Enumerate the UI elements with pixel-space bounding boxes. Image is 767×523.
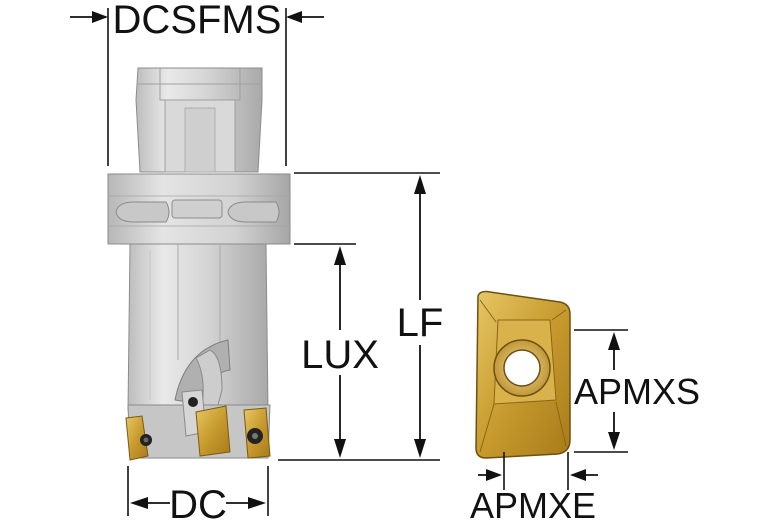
- lux-label: LUX: [301, 333, 379, 377]
- apmxe-label: APMXE: [470, 485, 596, 523]
- dcsfms-label: DCSFMS: [113, 0, 282, 42]
- dc-label: DC: [169, 483, 227, 523]
- dc-dimension: DC: [127, 466, 269, 523]
- lux-dimension: LUX: [294, 243, 379, 458]
- milling-cutter-body: [107, 67, 291, 461]
- apmxs-label: APMXS: [574, 371, 700, 412]
- lf-label: LF: [397, 301, 444, 345]
- dcsfms-dimension: DCSFMS: [70, 0, 324, 166]
- lf-dimension: LF: [278, 172, 444, 461]
- cutting-insert: [475, 290, 571, 459]
- apmxs-dimension: APMXS: [574, 329, 700, 453]
- apmxe-dimension: APMXE: [470, 452, 598, 523]
